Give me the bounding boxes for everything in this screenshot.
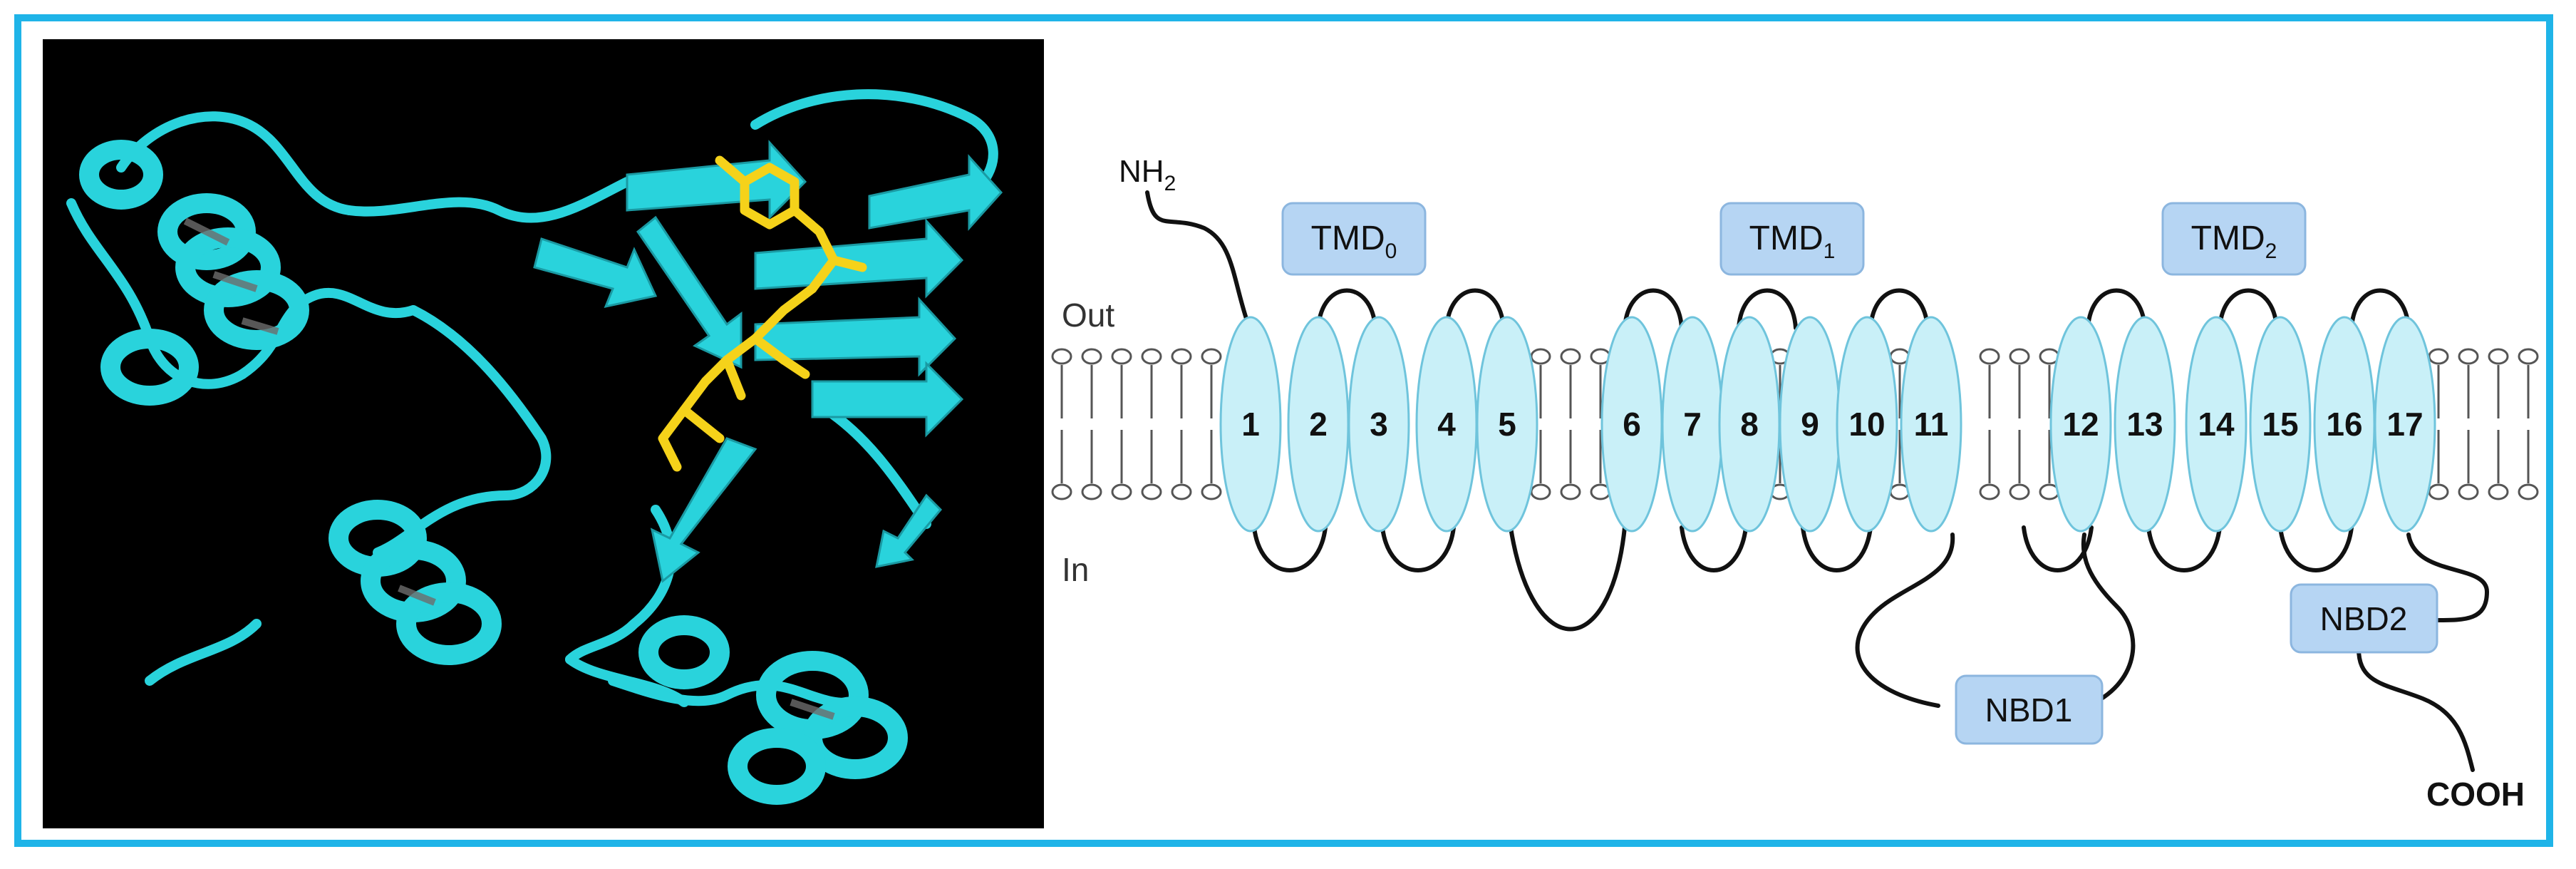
lipid-head [2488,483,2509,500]
lipid-head [1141,348,1162,365]
helix-number-label: 10 [1848,406,1885,443]
helix-number-label: 8 [1740,406,1759,443]
lipid-head [1051,483,1072,500]
nbd2-box: NBD2 [2290,583,2438,654]
helix-12 [2049,316,2112,533]
tmd0-box: TMD0 [1281,202,1427,276]
lipid-head [1141,483,1162,500]
lipid-head [1081,348,1102,365]
tmd2-label: TMD [2191,220,2265,257]
svg-text:TMD1: TMD1 [1749,220,1836,263]
lipid-head [1560,348,1581,365]
lipid-head [1051,348,1072,365]
nbd2-label: NBD2 [2320,600,2408,637]
lipid-head [1979,348,2000,365]
lipid-head [2428,483,2449,500]
helix-number-label: 3 [1370,406,1388,443]
lipid-head [1201,483,1222,500]
helix-number-label: 2 [1309,406,1328,443]
helix-number-label: 12 [2062,406,2099,443]
n-terminus-label: NH2 [1119,154,1176,195]
protein-ribbon-structure [66,89,1003,805]
lipid-head [1111,348,1132,365]
inside-label: In [1062,551,1089,588]
protein-structure-panel [43,39,1044,828]
helix-13 [2114,316,2176,533]
lipid-head [2009,483,2030,500]
lipid-head [2009,348,2030,365]
lipid-head [2458,483,2479,500]
lipid-head [1171,483,1192,500]
ligand-molecule [658,155,867,472]
lipid-head [2518,348,2539,365]
svg-text:TMD2: TMD2 [2191,220,2277,263]
lipid-bilayer [1051,348,2539,500]
helix-number-label: 9 [1801,406,1819,443]
lipid-head [1530,348,1551,365]
helix-number-label: 13 [2126,406,2163,443]
helix-1 [1219,316,1282,533]
helix-number-label: 4 [1437,406,1456,443]
lipid-head [1979,483,2000,500]
lipid-head [1111,483,1132,500]
helix-number-label: 6 [1623,406,1641,443]
helix-number-label: 7 [1683,406,1702,443]
helix-number-label: 17 [2386,406,2423,443]
helix-number-label: 1 [1241,406,1260,443]
helix-11 [1900,316,1962,533]
helix-14 [2185,316,2247,533]
tmd1-box: TMD1 [1719,202,1865,276]
tmd2-box: TMD2 [2161,202,2307,276]
helix-17 [2374,316,2436,533]
lipid-head [2518,483,2539,500]
c-terminus-label: COOH [2426,776,2525,813]
tmd1-label: TMD [1749,220,1824,257]
lipid-head [1560,483,1581,500]
helix-5 [1476,316,1538,533]
nbd1-box: NBD1 [1955,674,2104,745]
lipid-head [1171,348,1192,365]
helix-number-label: 11 [1914,406,1949,443]
svg-text:TMD0: TMD0 [1311,220,1397,263]
helix-number-label: 16 [2326,406,2362,443]
lipid-head [2428,348,2449,365]
lipid-head [1081,483,1102,500]
helix-number-label: 5 [1498,406,1516,443]
tmd0-label: TMD [1311,220,1385,257]
lipid-head [1530,483,1551,500]
helix-number-label: 15 [2262,406,2298,443]
nbd1-label: NBD1 [1985,691,2073,729]
lipid-head [2488,348,2509,365]
lipid-head [1201,348,1222,365]
helix-15 [2249,316,2312,533]
helix-10 [1836,316,1898,533]
connecting-loops [1145,190,2490,772]
lipid-head [2458,348,2479,365]
helix-3 [1348,316,1410,533]
helix-number-label: 14 [2198,406,2235,443]
outside-label: Out [1062,297,1114,334]
